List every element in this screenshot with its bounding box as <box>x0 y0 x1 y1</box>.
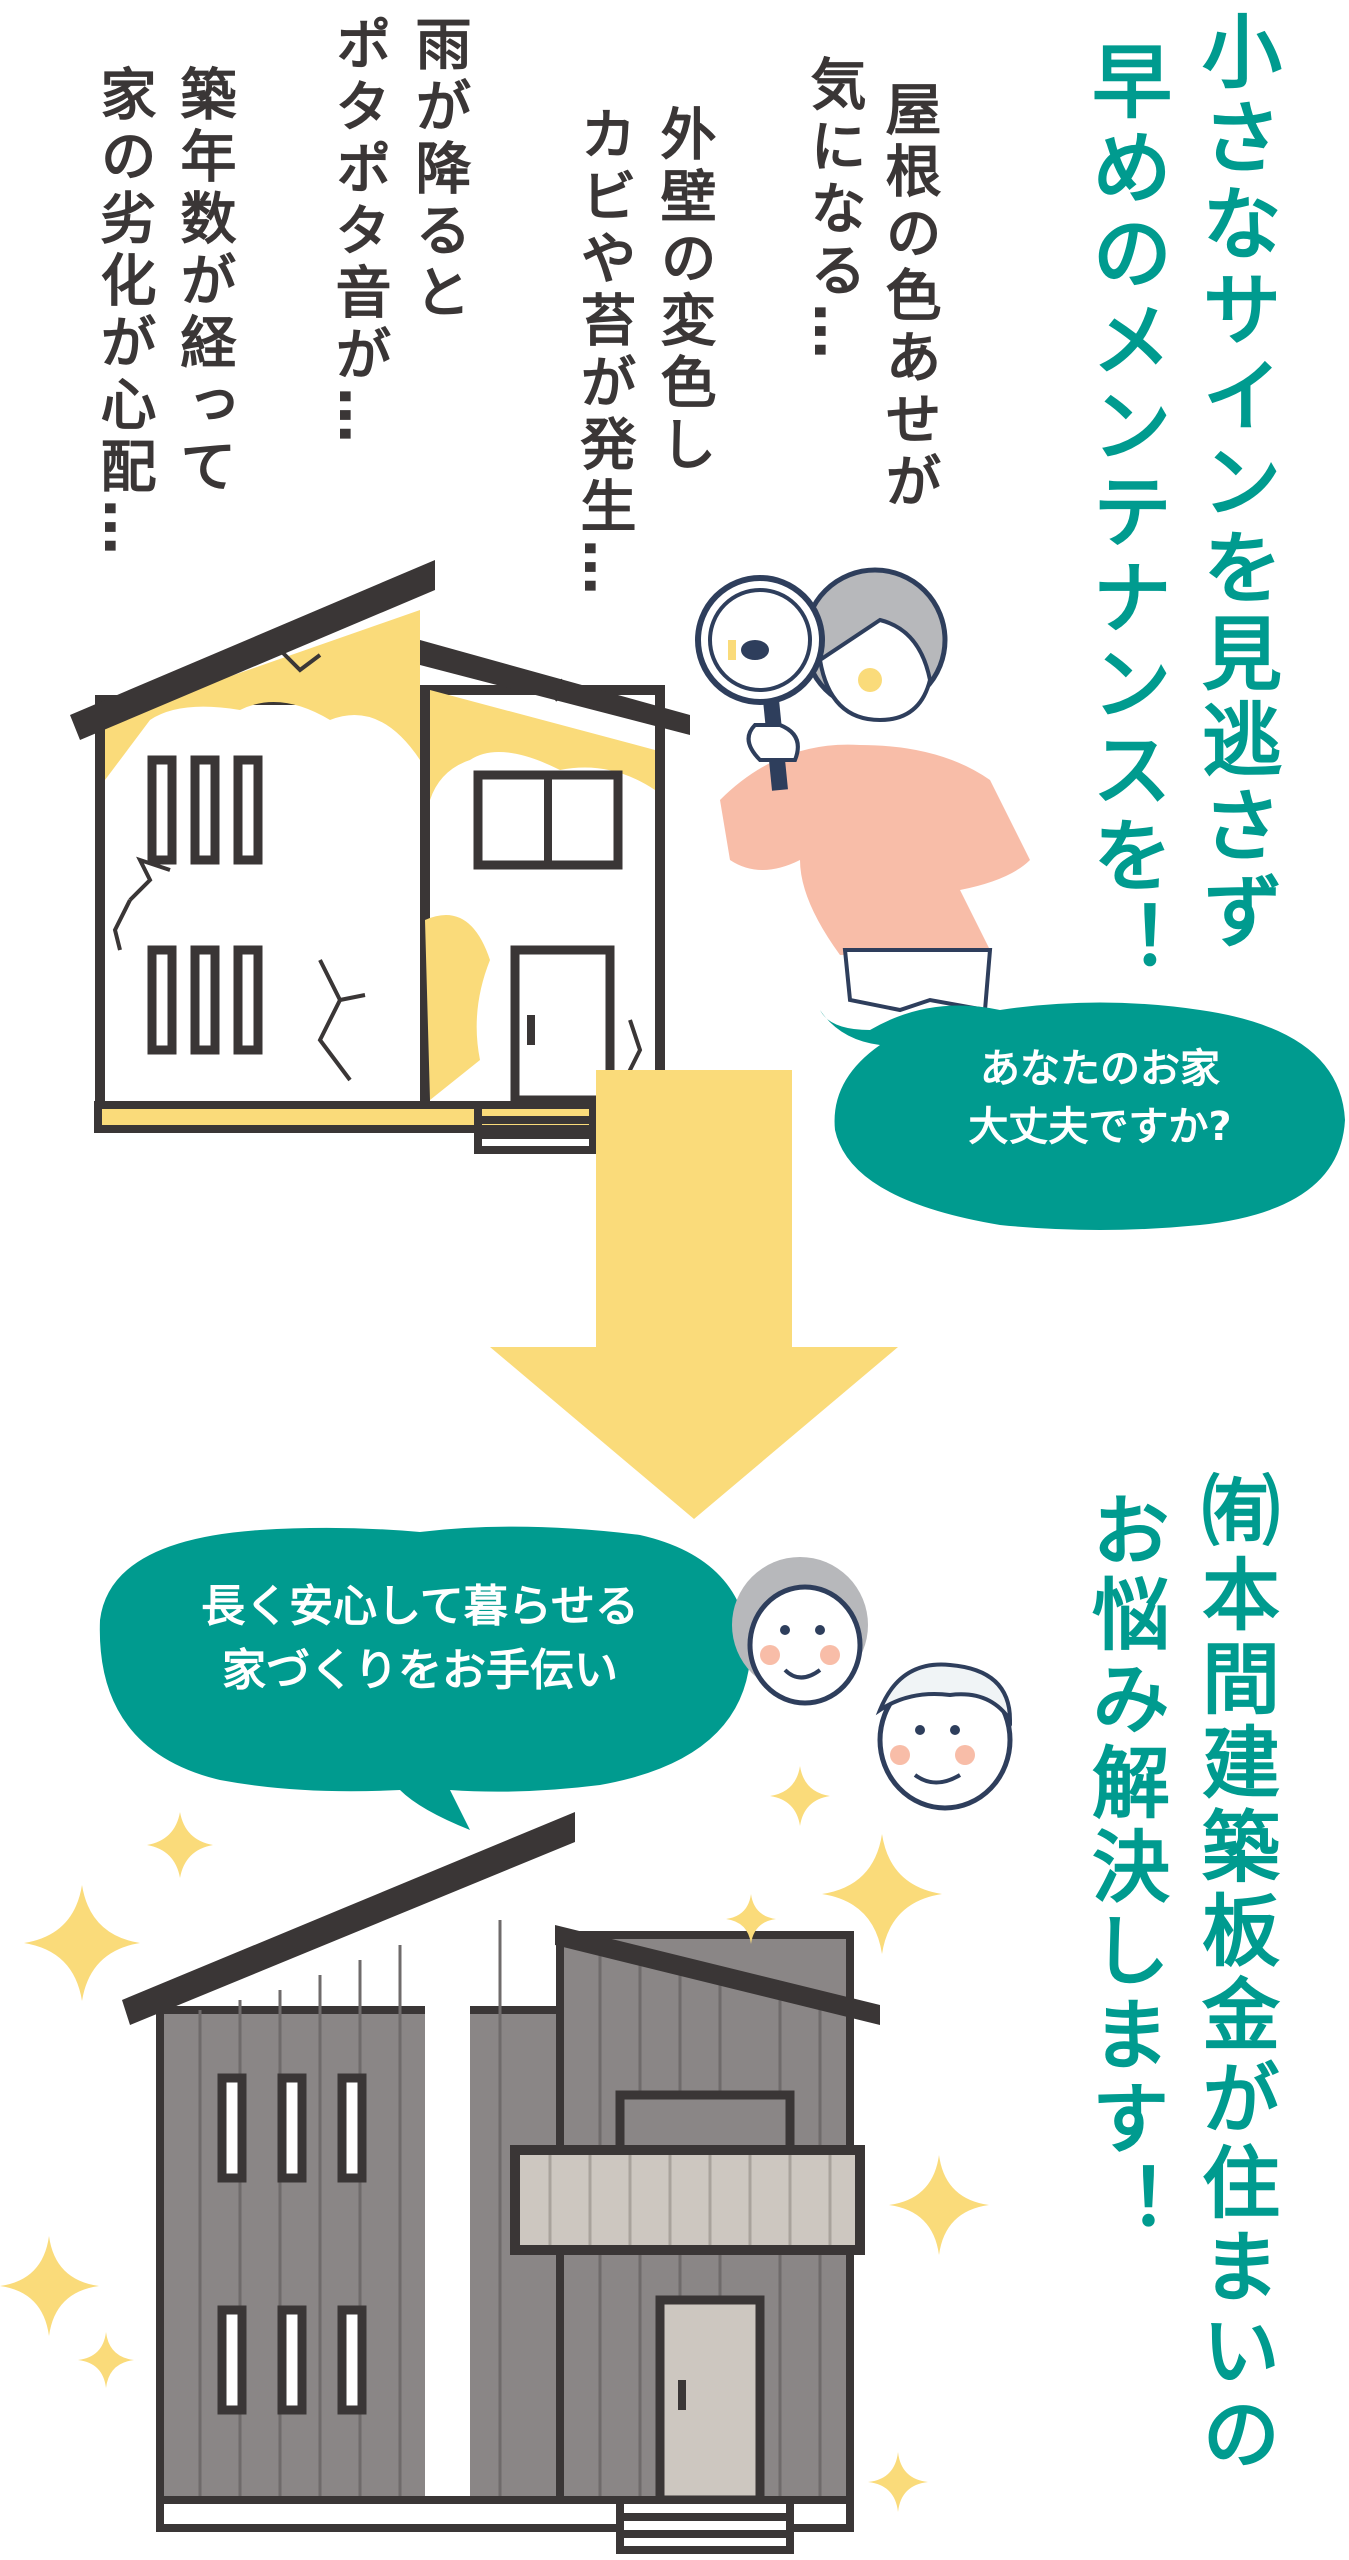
worry-rain-line2: ポタポタ音が… <box>326 15 391 449</box>
old-house-illustration <box>70 560 690 1154</box>
answer-line1: 長く安心して暮らせる <box>201 1581 639 1632</box>
woman-with-magnifier-illustration <box>695 567 1030 1013</box>
sparkle-icon <box>889 2155 989 2255</box>
new-house-illustration <box>122 1812 880 2554</box>
worry-roof-line2: 気になる… <box>801 55 866 365</box>
sparkle-icon <box>770 1766 830 1826</box>
worry-wall-line2: カビや苔が発生… <box>571 105 636 601</box>
sparkle-icon <box>147 1812 213 1878</box>
worry-rain-line1: 雨が降ると <box>406 15 471 325</box>
sparkle-icon <box>726 1894 776 1944</box>
worry-roof-line1: 屋根の色あせが <box>876 80 941 514</box>
down-arrow <box>490 1070 898 1519</box>
solution-line1: ㈲本間建築板金が住まいの <box>1189 1470 1279 2478</box>
sparkle-icon <box>78 2332 134 2388</box>
solution-line2: お悩み解決します！ <box>1079 1490 1169 2246</box>
answer-speech-bubble <box>99 1526 751 1830</box>
sparkle-icon <box>0 2236 99 2336</box>
question-line1: あなたのお家 <box>980 1046 1220 1092</box>
worry-age-line2: 家の劣化が心配… <box>91 65 156 561</box>
question-speech-bubble <box>820 1002 1345 1230</box>
headline-line2: 早めのメンテナンスを！ <box>1079 40 1172 986</box>
sparkle-icon <box>822 1834 942 1954</box>
question-bubble-text: あなたのお家 大丈夫ですか? <box>900 1040 1300 1156</box>
elderly-couple-illustration <box>732 1557 1013 1811</box>
answer-bubble-text: 長く安心して暮らせる 家づくりをお手伝い <box>130 1575 710 1703</box>
answer-line2: 家づくりをお手伝い <box>222 1644 618 1696</box>
worry-wall-line1: 外壁の変色し <box>651 105 716 477</box>
headline-line1: 小さなサインを見逃さず <box>1189 10 1282 956</box>
sparkles <box>0 1766 989 2512</box>
sparkle-icon <box>868 2452 928 2512</box>
worry-age-line1: 築年数が経って <box>171 65 236 499</box>
sparkle-icon <box>24 1885 140 2001</box>
question-line2: 大丈夫ですか? <box>968 1104 1232 1150</box>
